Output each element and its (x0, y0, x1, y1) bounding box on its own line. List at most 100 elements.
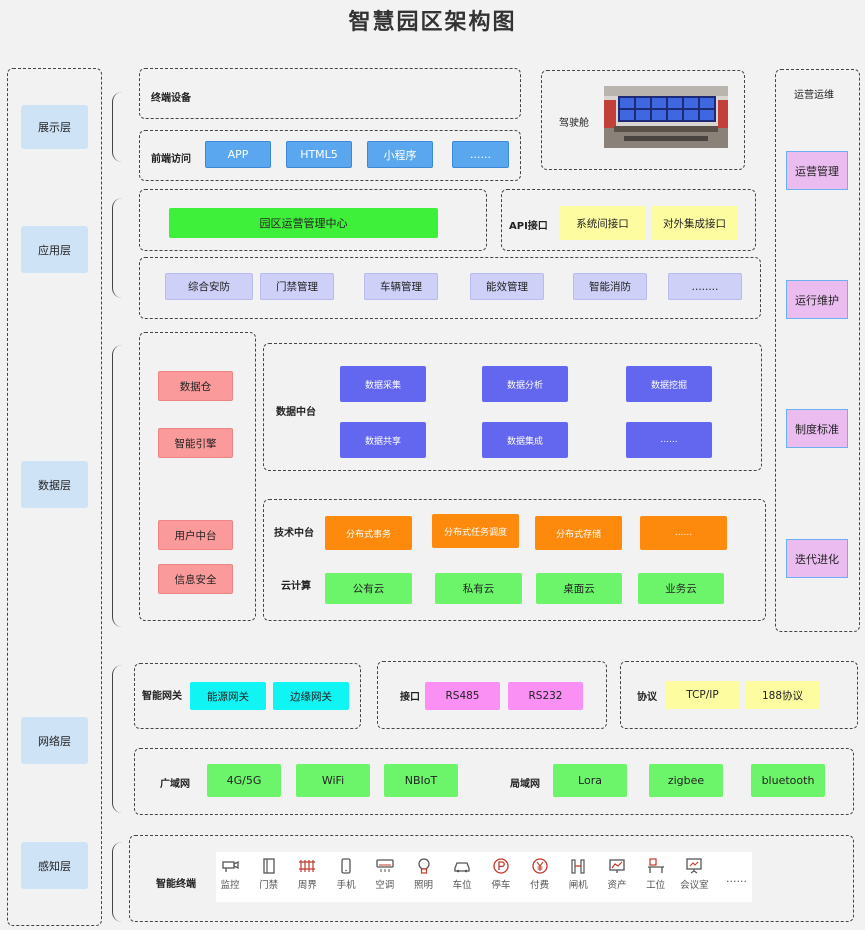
protocol-group (620, 661, 858, 729)
access-miniprogram: 小程序 (367, 141, 433, 168)
gateway-label: 智能网关 (142, 691, 182, 702)
brace-application (112, 198, 126, 298)
cloud-public: 公有云 (325, 573, 412, 604)
api-external: 对外集成接口 (651, 206, 738, 240)
network-types-group (134, 748, 854, 815)
cloud-private: 私有云 (435, 573, 522, 604)
terminal-item-label: 照明 (413, 880, 433, 891)
interface-label: 接口 (400, 692, 420, 703)
lan-bluetooth: bluetooth (751, 764, 825, 797)
terminal-item: 资产 (599, 857, 635, 891)
phone-icon (341, 858, 351, 874)
terminal-item: 付费 (522, 857, 558, 891)
data-platform-label: 数据中台 (276, 407, 316, 418)
module-vehicle: 车辆管理 (364, 273, 438, 300)
bulb-icon (417, 858, 430, 874)
yen-icon (531, 858, 548, 874)
terminal-item: 停车 (483, 857, 519, 891)
ops-standards: 制度标准 (786, 409, 848, 448)
distributed-storage: 分布式存储 (535, 516, 622, 550)
lan-lora: Lora (553, 764, 627, 797)
terminal-item-label: 停车 (491, 880, 511, 891)
rs485: RS485 (425, 682, 500, 710)
smart-terminal-label: 智能终端 (156, 879, 196, 890)
terminal-item: 工位 (638, 857, 674, 891)
terminal-item: 监控 (212, 857, 248, 891)
control-room-image (604, 86, 728, 148)
ops-column (775, 69, 860, 632)
gate-icon (571, 859, 585, 874)
brace-sensing (112, 842, 126, 922)
terminal-devices-label: 终端设备 (151, 93, 191, 104)
data-warehouse: 数据仓 (158, 371, 233, 401)
layer-sensing: 感知层 (21, 842, 88, 889)
terminal-devices-group (139, 68, 521, 119)
cockpit-label: 驾驶舱 (559, 118, 589, 129)
energy-gateway: 能源网关 (190, 682, 266, 710)
cockpit-group (541, 70, 745, 170)
data-integration: 数据集成 (482, 422, 568, 458)
brace-display (112, 92, 126, 162)
terminal-item-label: 监控 (220, 880, 240, 891)
terminal-item-label: 手机 (336, 880, 356, 891)
api-label: API接口 (509, 221, 548, 232)
api-inter-system: 系统间接口 (559, 206, 646, 240)
desk-icon (647, 858, 664, 873)
lan-label: 局域网 (510, 779, 540, 790)
terminal-item-label: 资产 (607, 880, 627, 891)
wan-wifi: WiFi (296, 764, 370, 797)
protocol-label: 协议 (637, 692, 657, 703)
wan-4g5g: 4G/5G (207, 764, 281, 797)
module-access-control: 门禁管理 (260, 273, 334, 300)
terminal-item: 会议室 (676, 857, 712, 891)
tech-platform-label: 技术中台 (274, 528, 314, 539)
ops-management: 运营管理 (786, 151, 848, 190)
terminal-item-label: 闸机 (568, 880, 588, 891)
terminal-more: ...... (726, 872, 747, 885)
layer-display: 展示层 (21, 105, 88, 149)
terminal-item-label: 付费 (530, 880, 550, 891)
tcp-ip: TCP/IP (665, 681, 740, 709)
terminal-item-label: 周界 (297, 880, 317, 891)
terminal-item-label: 会议室 (680, 880, 709, 891)
module-energy: 能效管理 (470, 273, 544, 300)
lan-zigbee: zigbee (649, 764, 723, 797)
cloud-label: 云计算 (281, 581, 311, 592)
air-conditioner-icon (376, 859, 394, 872)
cloud-business: 业务云 (638, 573, 724, 604)
data-mining: 数据挖掘 (626, 366, 712, 402)
tech-more: ...... (640, 516, 727, 550)
terminal-item: 周界 (289, 857, 325, 891)
edge-gateway: 边缘网关 (273, 682, 349, 710)
parking-icon (493, 858, 509, 874)
info-security: 信息安全 (158, 564, 233, 594)
data-share: 数据共享 (340, 422, 426, 458)
data-platform-group (263, 343, 762, 471)
frontend-access-label: 前端访问 (151, 154, 191, 165)
ops-iteration: 迭代进化 (786, 539, 848, 578)
terminal-item: 闸机 (560, 857, 596, 891)
terminal-item-label: 门禁 (259, 880, 279, 891)
layer-column (7, 68, 102, 926)
terminal-item: 手机 (328, 857, 364, 891)
gateway-group (134, 663, 361, 729)
api-group (501, 189, 756, 251)
rs232: RS232 (508, 682, 583, 710)
layer-network: 网络层 (21, 717, 88, 764)
data-left-group (139, 332, 256, 621)
distributed-transaction: 分布式事务 (325, 516, 412, 550)
operation-center: 园区运营管理中心 (169, 208, 438, 238)
car-icon (454, 862, 470, 873)
data-collect: 数据采集 (340, 366, 426, 402)
wan-label: 广域网 (160, 779, 190, 790)
terminal-item: 门禁 (251, 857, 287, 891)
access-app: APP (205, 141, 271, 168)
terminal-item-label: 工位 (646, 880, 666, 891)
access-more: ...... (452, 141, 509, 168)
fence-icon (299, 860, 316, 872)
tech-cloud-group (263, 499, 766, 621)
wan-nbiot: NBIoT (384, 764, 458, 797)
ops-maintenance: 运行维护 (786, 280, 848, 319)
ops-title: 运营运维 (794, 90, 834, 101)
terminal-item: 车位 (444, 857, 480, 891)
